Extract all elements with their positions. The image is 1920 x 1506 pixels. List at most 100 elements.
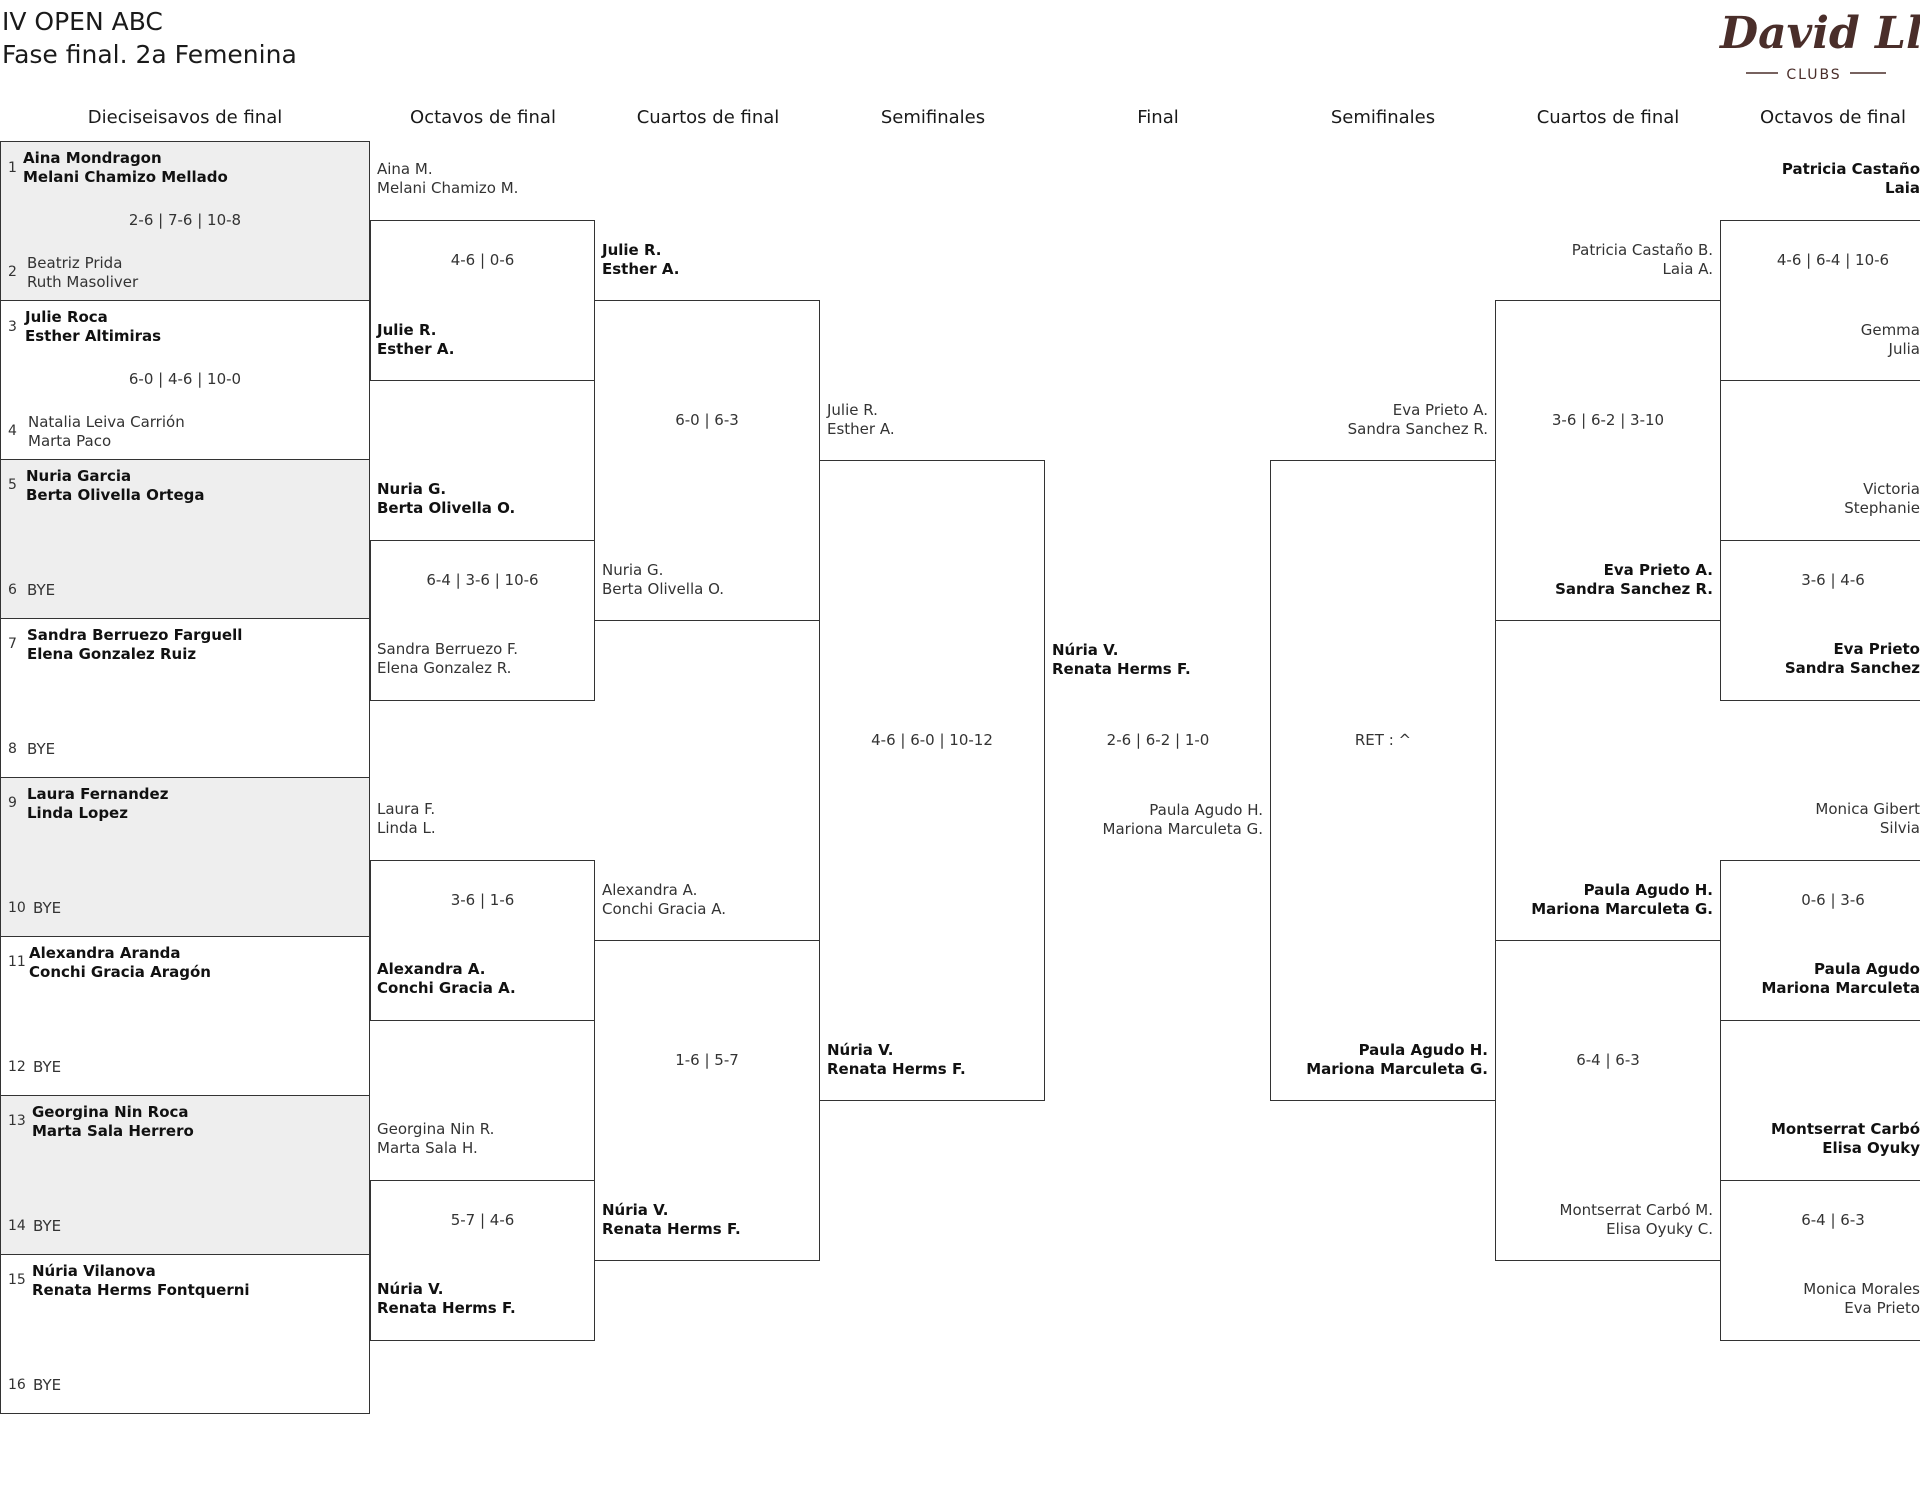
player-name: Linda Lopez	[27, 804, 128, 822]
player-name: Sandra Sanchez R.	[1555, 580, 1713, 598]
player-name: Esther A.	[602, 260, 680, 278]
player-name: Elena Gonzalez Ruiz	[27, 645, 197, 663]
r32-match-box	[0, 1254, 370, 1414]
player-name: Laia	[1885, 179, 1920, 197]
player-name: Melani Chamizo M.	[377, 179, 519, 197]
qf-right-match-box	[1495, 300, 1721, 621]
player-name: BYE	[27, 740, 56, 758]
player-name: Linda L.	[377, 819, 436, 837]
player-name: Sandra Berruezo F.	[377, 640, 518, 658]
player-name: Alexandra Aranda	[29, 944, 181, 962]
seed-number: 16	[8, 1377, 26, 1393]
player-name: Julia	[1888, 340, 1920, 358]
match-score: 1-6 | 5-7	[675, 1051, 739, 1069]
player-name: Monica Gibert	[1815, 800, 1920, 818]
player-name: Stephanie	[1844, 499, 1920, 517]
final-winner-name: Renata Herms F.	[1052, 660, 1191, 678]
round-header-qf: Cuartos de final	[636, 107, 780, 128]
player-name: Alexandra A.	[602, 881, 698, 899]
player-name: Paula Agudo H.	[1583, 881, 1713, 899]
player-name: Natalia Leiva Carrión	[28, 413, 185, 431]
player-name: Sandra Sanchez	[1784, 659, 1920, 677]
player-name: Aina M.	[377, 160, 433, 178]
r32-match-box	[0, 459, 370, 619]
match-score: 6-4 | 3-6 | 10-6	[426, 571, 539, 589]
match-score: 3-6 | 6-2 | 3-10	[1551, 411, 1665, 429]
match-score: 2-6 | 7-6 | 10-8	[128, 211, 242, 229]
player-name: Beatriz Prida	[27, 254, 123, 272]
player-name: Silvia	[1879, 819, 1920, 837]
seed-number: 9	[8, 795, 17, 811]
r16-right-match-box	[1720, 540, 1920, 701]
player-name: BYE	[33, 1058, 62, 1076]
player-name: Berta Olivella O.	[602, 580, 725, 598]
player-name: Georgina Nin R.	[377, 1120, 495, 1138]
david-lloyd-clubs-logo: David Lloyd CLUBS	[1716, 0, 1920, 86]
player-name: Montserrat Carbó M.	[1559, 1201, 1713, 1219]
player-name: Laia A.	[1662, 260, 1713, 278]
r16-right-match-box	[1720, 220, 1920, 381]
match-score: 5-7 | 4-6	[450, 1211, 515, 1229]
player-name: Laura Fernandez	[27, 785, 169, 803]
player-name: Eva Prieto	[1833, 640, 1920, 658]
player-name: Núria Vilanova	[32, 1262, 156, 1280]
player-name: Berta Olivella O.	[377, 499, 516, 517]
round-header-r32: Dieciseisavos de final	[87, 107, 283, 128]
player-name: Melani Chamizo Mellado	[23, 168, 228, 186]
match-score: 4-6 | 6-0 | 10-12	[871, 731, 993, 749]
player-name: Núria V.	[827, 1041, 894, 1059]
seed-number: 4	[8, 423, 17, 439]
seed-number: 2	[8, 264, 17, 280]
sf-right-match-box	[1270, 460, 1496, 1101]
final-winner-name: Núria V.	[1052, 641, 1119, 659]
player-name: Conchi Gracia A.	[602, 900, 726, 918]
seed-number: 14	[8, 1218, 26, 1234]
seed-number: 15	[8, 1272, 26, 1288]
round-header-r16-right: Octavos de final	[1760, 107, 1906, 128]
player-name: Nuria G.	[377, 480, 447, 498]
seed-number: 1	[8, 160, 17, 176]
player-name: Gemma	[1860, 321, 1920, 339]
qf-right-match-box	[1495, 940, 1721, 1261]
player-name: Marta Sala Herrero	[32, 1122, 194, 1140]
match-score: RET : ^	[1354, 731, 1412, 749]
player-name: Julie R.	[602, 241, 662, 259]
match-score: 4-6 | 6-4 | 10-6	[1776, 251, 1890, 269]
player-name: Paula Agudo H.	[1358, 1041, 1488, 1059]
final-runner-up-name: Mariona Marculeta G.	[1102, 820, 1263, 838]
player-name: BYE	[33, 1376, 62, 1394]
player-name: Monica Morales	[1803, 1280, 1920, 1298]
player-name: Julie Roca	[25, 308, 108, 326]
r32-match-box	[0, 141, 370, 301]
seed-number: 10	[8, 900, 26, 916]
round-header-final: Final	[1137, 107, 1179, 128]
seed-number: 13	[8, 1113, 26, 1129]
player-name: Esther Altimiras	[25, 327, 162, 345]
player-name: Sandra Berruezo Farguell	[27, 626, 243, 644]
player-name: BYE	[33, 899, 62, 917]
player-name: Paula Agudo	[1814, 960, 1920, 978]
player-name: BYE	[27, 581, 56, 599]
match-score: 6-4 | 6-3	[1801, 1211, 1865, 1229]
sf-match-box	[819, 460, 1045, 1101]
match-score: 6-4 | 6-3	[1576, 1051, 1640, 1069]
player-name: Renata Herms Fontquerni	[32, 1281, 250, 1299]
player-name: Marta Paco	[28, 432, 112, 450]
player-name: Georgina Nin Roca	[32, 1103, 189, 1121]
player-name: Mariona Marculeta	[1761, 979, 1920, 997]
player-name: Eva Prieto	[1844, 1299, 1920, 1317]
seed-number: 11	[8, 954, 26, 970]
round-header-sf-right: Semifinales	[1330, 107, 1436, 128]
seed-number: 6	[8, 582, 17, 598]
player-name: Núria V.	[602, 1201, 669, 1219]
player-name: BYE	[33, 1217, 62, 1235]
player-name: Aina Mondragon	[23, 149, 162, 167]
match-score: 0-6 | 3-6	[1801, 891, 1865, 909]
seed-number: 7	[8, 636, 17, 652]
player-name: Núria V.	[377, 1280, 444, 1298]
match-score: 3-6 | 1-6	[450, 891, 515, 909]
final-score: 2-6 | 6-2 | 1-0	[1106, 731, 1210, 749]
player-name: Eva Prieto A.	[1392, 401, 1488, 419]
player-name: Esther A.	[377, 340, 455, 358]
round-header-r16: Octavos de final	[410, 107, 556, 128]
